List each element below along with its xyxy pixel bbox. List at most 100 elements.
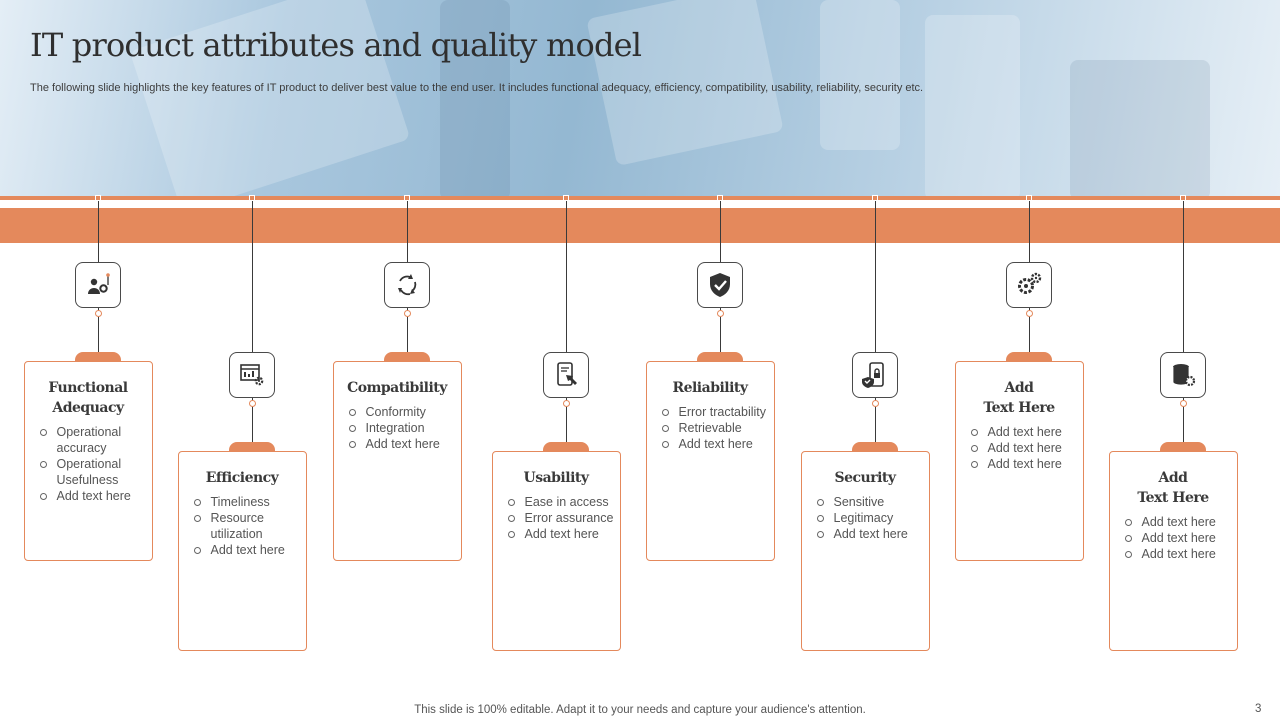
card-bullet-item: Add text here [815, 526, 923, 542]
card-title-line: Functional [48, 380, 128, 396]
keyboard-photo-shape [925, 15, 1020, 200]
card-tab [229, 442, 275, 452]
connector-dot [95, 310, 102, 317]
connector-dot [1180, 400, 1187, 407]
card-title: Efficiency [185, 468, 300, 488]
card-bullet-item: Timeliness [192, 494, 300, 510]
timeline-node [717, 195, 723, 201]
card-title-line: Adequacy [52, 400, 124, 416]
timeline-node [1026, 195, 1032, 201]
connector-line-top [875, 200, 876, 352]
connector-line-bottom [720, 308, 721, 352]
card-bullet-item: Conformity [347, 404, 455, 420]
timeline-node [249, 195, 255, 201]
timeline-node [95, 195, 101, 201]
device-photo-shape [1070, 60, 1210, 200]
sync-arrows-icon [398, 274, 417, 296]
card-title: Security [808, 468, 923, 488]
connector-line-top [566, 200, 567, 352]
card-bullet-item: Resource utilization [192, 510, 300, 542]
timeline-node [872, 195, 878, 201]
connector-line-top [98, 200, 99, 262]
card-tab [1006, 352, 1052, 362]
card-bullet-item: Add text here [38, 488, 146, 504]
card-bullet-item: Integration [347, 420, 455, 436]
card-title-line: Add [1158, 470, 1188, 486]
connector-line-top [1183, 200, 1184, 352]
card-bullet-item: Ease in access [506, 494, 614, 510]
header-background [0, 0, 1280, 200]
user-gear-icon [88, 273, 110, 294]
card-title-line: Reliability [672, 380, 748, 396]
accent-stripe-thin [0, 196, 1280, 200]
database-gear-icon [1172, 364, 1196, 387]
card-bullet-item: Add text here [969, 456, 1077, 472]
card-bullet-item: Add text here [192, 542, 300, 558]
card-bullet-item: Add text here [660, 436, 768, 452]
card-bullet-item: Add text here [969, 424, 1077, 440]
card-title-line: Text Here [1137, 490, 1209, 506]
card-bullet-item: Error assurance [506, 510, 614, 526]
connector-line-top [720, 200, 721, 262]
icon-box [1006, 262, 1052, 308]
connector-line-bottom [98, 308, 99, 352]
slide-title: IT product attributes and quality model [30, 26, 642, 64]
icon-box [697, 262, 743, 308]
icon-box [229, 352, 275, 398]
card-bullet-item: Add text here [969, 440, 1077, 456]
card-bullet-item: Sensitive [815, 494, 923, 510]
connector-line-bottom [875, 398, 876, 442]
card-title-line: Security [834, 470, 896, 486]
connector-dot [717, 310, 724, 317]
card-title-line: Text Here [983, 400, 1055, 416]
timeline-node [563, 195, 569, 201]
card-title-line: Add [1004, 380, 1034, 396]
card-bullet-item: Add text here [506, 526, 614, 542]
gears-icon [1018, 272, 1042, 294]
connector-line-bottom [252, 398, 253, 442]
card-title-line: Usability [523, 470, 589, 486]
card-tab [384, 352, 430, 362]
page-number: 3 [1255, 703, 1262, 715]
icon-box [384, 262, 430, 308]
card-tab [543, 442, 589, 452]
card-bullet-item: Add text here [1123, 546, 1231, 562]
card-title: Reliability [653, 378, 768, 398]
icon-box [852, 352, 898, 398]
card-title: Compatibility [340, 378, 455, 398]
card-bullet-item: Add text here [1123, 514, 1231, 530]
connector-dot [404, 310, 411, 317]
connector-line-top [1029, 200, 1030, 262]
card-tab [75, 352, 121, 362]
connector-line-bottom [1029, 308, 1030, 352]
timeline-node [404, 195, 410, 201]
connector-line-top [252, 200, 253, 352]
shield-check-icon [710, 273, 730, 297]
card-bullet-item: Add text here [347, 436, 455, 452]
connector-dot [1026, 310, 1033, 317]
icon-box [1160, 352, 1206, 398]
card-bullet-item: Add text here [1123, 530, 1231, 546]
connector-line-top [407, 200, 408, 262]
connector-dot [872, 400, 879, 407]
slide-footer: This slide is 100% editable. Adapt it to… [414, 704, 866, 716]
card-bullet-item: Legitimacy [815, 510, 923, 526]
phone-photo-shape [820, 0, 900, 150]
card-title: Usability [499, 468, 614, 488]
card-tab [697, 352, 743, 362]
